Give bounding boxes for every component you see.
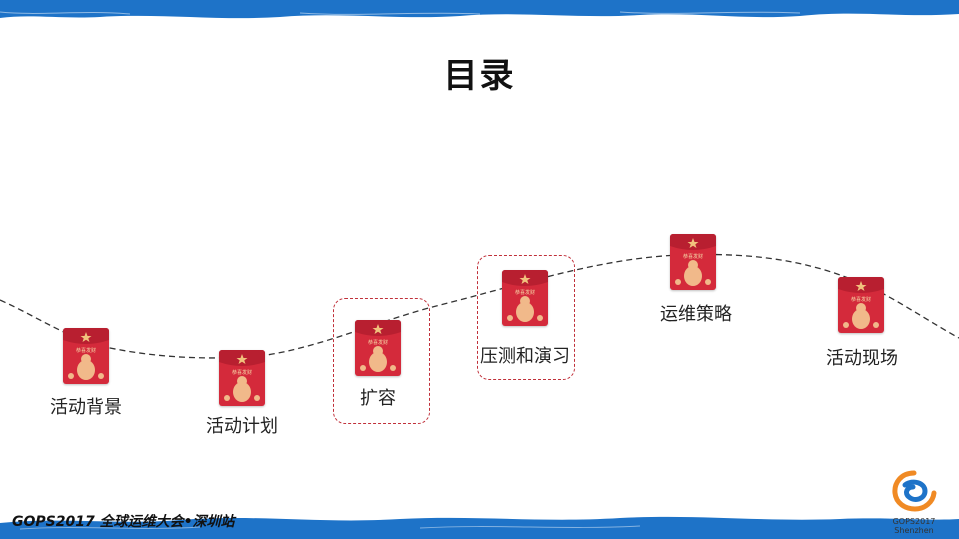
- agenda-item-label: 压测和演习: [480, 346, 570, 367]
- logo-line1: GOPS2017: [892, 517, 936, 526]
- agenda-item-label: 运维策略: [660, 304, 732, 325]
- envelope-text: 恭喜发财: [232, 369, 252, 376]
- highlight-box-stress-test: [477, 255, 575, 380]
- agenda-item-label: 活动计划: [206, 416, 278, 437]
- gops-logo-icon: [892, 470, 937, 512]
- envelope-text: 恭喜发财: [851, 296, 871, 303]
- envelope-text: 恭喜发财: [76, 347, 96, 354]
- gops-logo: GOPS2017 Shenzhen: [887, 469, 941, 535]
- bottom-brush-decoration: [0, 516, 959, 539]
- envelope-text: 恭喜发财: [683, 253, 703, 260]
- agenda-item-label: 扩容: [360, 388, 396, 409]
- agenda-item-label: 活动现场: [826, 348, 898, 369]
- red-envelope-icon: 恭喜发财: [355, 320, 401, 376]
- agenda-item-label: 活动背景: [50, 397, 122, 418]
- envelope-text: 恭喜发财: [515, 289, 535, 296]
- envelope-text: 恭喜发财: [368, 339, 388, 346]
- highlight-box-expansion: [333, 298, 430, 424]
- footer-conference-title: GOPS2017 全球运维大会•深圳站: [12, 514, 235, 530]
- red-envelope-icon: 恭喜发财: [838, 277, 884, 333]
- top-brush-decoration: [0, 0, 959, 19]
- red-envelope-icon: 恭喜发财: [670, 234, 716, 290]
- red-envelope-icon: 恭喜发财: [219, 350, 265, 406]
- page-title: 目录: [443, 56, 516, 96]
- logo-line2: Shenzhen: [894, 526, 934, 535]
- red-envelope-icon: 恭喜发财: [63, 328, 109, 384]
- red-envelope-icon: 恭喜发财: [502, 270, 548, 326]
